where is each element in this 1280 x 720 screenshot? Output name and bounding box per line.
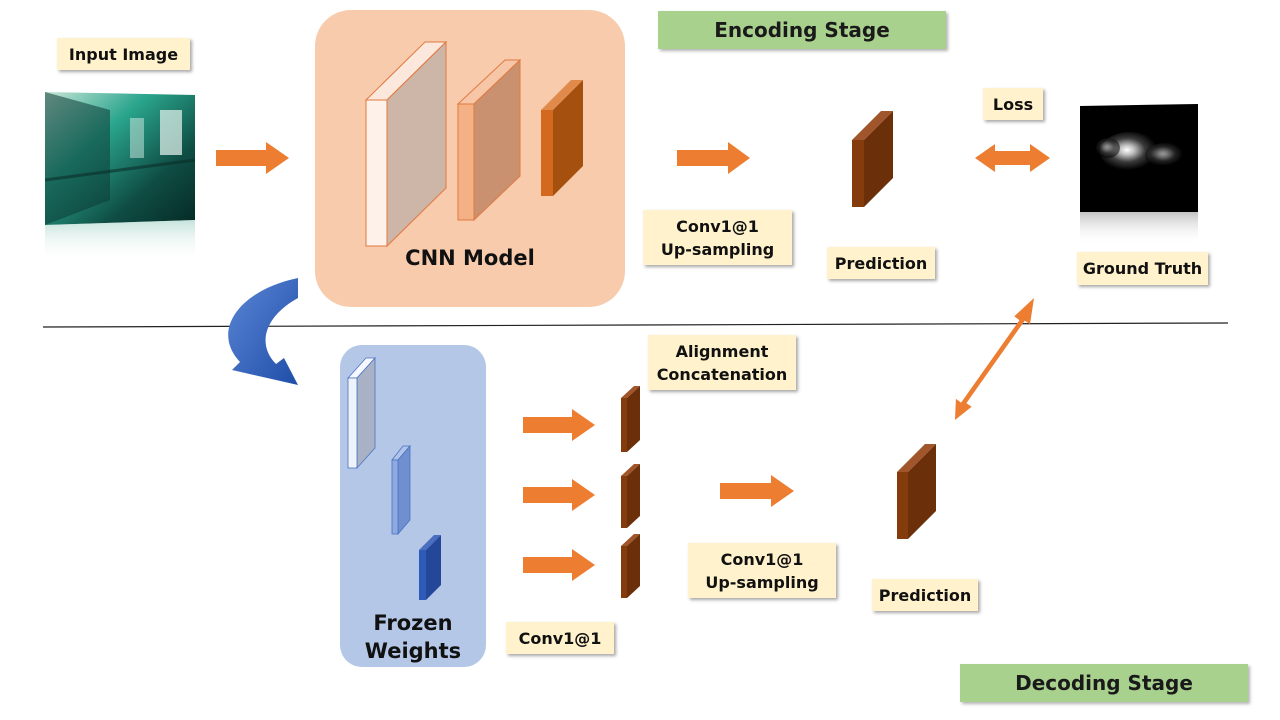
decoding-stage-banner: Decoding Stage (960, 664, 1248, 702)
conv-1x1-label: Conv1@1 (506, 622, 614, 654)
frozen-layer-block-medium (391, 444, 411, 536)
conv-feature-block-3 (621, 534, 640, 598)
frozen-layer-block-small (419, 535, 441, 600)
prediction-block-top (852, 111, 893, 207)
alignment-concatenation-label: Alignment Concatenation (648, 335, 796, 390)
input-image-thumbnail (44, 92, 196, 262)
prediction-block-bottom (897, 444, 936, 539)
ground-truth-map (1080, 104, 1198, 245)
conv-upsampling-label-top: Conv1@1 Up-sampling (643, 210, 792, 265)
conv-upsampling-label-bottom: Conv1@1 Up-sampling (688, 543, 836, 598)
conv-feature-block-1 (621, 386, 640, 452)
stage-divider-line (42, 322, 1229, 328)
frozen-weights-panel (340, 345, 486, 667)
arrow-to-conv-2 (523, 479, 595, 511)
arrow-cnn-to-prediction (677, 142, 750, 174)
cnn-model-title: CNN Model (405, 246, 535, 270)
prediction-label-top: Prediction (827, 247, 935, 279)
arrow-to-conv-3 (523, 549, 595, 581)
cnn-layer-block-medium (456, 58, 522, 222)
conv-feature-block-2 (621, 464, 640, 528)
input-image-label: Input Image (57, 38, 190, 70)
cnn-layer-block-large (364, 40, 448, 248)
frozen-weights-title: Frozen Weights (364, 611, 462, 663)
arrow-loss-double (975, 144, 1050, 172)
arrow-input-to-cnn (216, 142, 289, 174)
curved-arrow-transfer (228, 278, 298, 385)
cnn-layer-block-small (541, 80, 583, 196)
loss-label: Loss (983, 88, 1043, 120)
arrow-concat-to-prediction (720, 475, 794, 507)
arrow-prediction-ground-truth-double (955, 298, 1034, 420)
encoding-stage-banner: Encoding Stage (658, 11, 946, 49)
ground-truth-label: Ground Truth (1077, 252, 1208, 285)
prediction-label-bottom: Prediction (872, 579, 978, 611)
arrow-to-conv-1 (523, 409, 595, 441)
frozen-layer-block-large (347, 356, 376, 470)
